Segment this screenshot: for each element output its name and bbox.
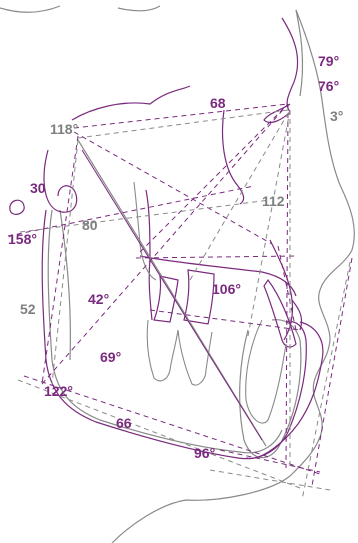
palatal-plane <box>135 255 297 259</box>
gray-sn <box>77 109 289 139</box>
chin-outline-purple <box>245 321 324 460</box>
label-80: 80 <box>82 217 98 233</box>
molar-upper-2 <box>183 269 215 325</box>
lower-lip-purple <box>291 299 303 331</box>
gray-bottom <box>209 469 331 491</box>
label-118: 118° <box>50 121 78 137</box>
measurement-labels: 79° 76° 3° 68 118° 30 112 80 158° 52 42°… <box>8 53 343 461</box>
sella-outline <box>43 149 78 213</box>
label-122: 122° <box>44 383 73 399</box>
nasal-line <box>295 9 304 97</box>
label-3: 3° <box>330 108 343 124</box>
gray-right <box>301 261 351 501</box>
label-42: 42° <box>88 291 109 307</box>
gray-molar-lower-2 <box>177 329 213 386</box>
palatal-outline <box>139 255 297 297</box>
chin-outline-gray <box>239 319 302 459</box>
cranial-base-outline <box>71 85 191 121</box>
s-gn-line <box>77 139 267 447</box>
gray-fh <box>19 199 271 233</box>
maxilla-outline <box>269 239 294 341</box>
label-76: 76° <box>318 78 339 94</box>
bottom-dash <box>219 449 321 473</box>
label-106: 106° <box>212 281 241 297</box>
fh-line <box>7 185 255 237</box>
orbit-outline <box>221 109 245 205</box>
label-52: 52 <box>20 301 36 317</box>
label-66: 66 <box>116 415 132 431</box>
top-skull-curve-right <box>117 5 161 12</box>
gray-incisor <box>245 319 287 424</box>
label-158: 158° <box>8 231 37 247</box>
forehead-profile <box>263 17 299 124</box>
right-dash <box>311 257 353 487</box>
label-96: 96° <box>194 445 215 461</box>
label-30: 30 <box>30 180 46 196</box>
gray-molar-lower <box>146 319 179 382</box>
mandibular-plane <box>23 375 321 475</box>
label-69: 69° <box>100 349 121 365</box>
gray-molar-upper <box>133 181 157 281</box>
gray-diag-2 <box>189 109 291 281</box>
ear-rod-oval <box>9 199 25 215</box>
label-112-upper: 112 <box>262 193 285 209</box>
s-n-apoint <box>73 131 273 245</box>
gray-diag <box>247 109 291 337</box>
ramus-line <box>41 135 79 385</box>
label-79: 79° <box>318 53 339 69</box>
gray-dashed-lines <box>17 109 351 501</box>
diag-upper <box>139 103 289 253</box>
occlusal-line <box>149 309 301 331</box>
top-skull-curve <box>0 5 61 13</box>
incisor-upper <box>263 278 297 348</box>
mandible-outline-gray <box>47 209 283 454</box>
molar-upper <box>153 275 179 323</box>
solid-purple-line <box>81 149 263 441</box>
gray-teeth <box>133 181 287 424</box>
diag-go-n <box>41 103 289 385</box>
gray-ramus <box>51 139 79 385</box>
gray-outlines <box>0 5 355 543</box>
label-68: 68 <box>210 95 226 111</box>
ramus-gray <box>59 209 71 361</box>
soft-tissue-profile <box>111 9 355 543</box>
purple-dashed-lines <box>7 103 353 487</box>
